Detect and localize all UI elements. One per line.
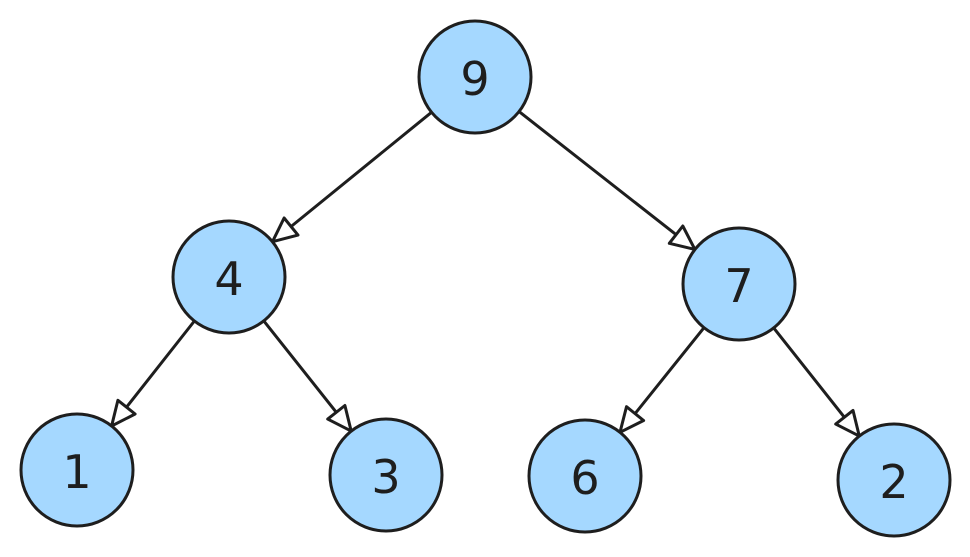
node-circle (681, 226, 797, 342)
tree-node-3: 3 (328, 417, 444, 533)
tree-node-7: 7 (681, 226, 797, 342)
edge-line (772, 326, 846, 419)
node-circle (527, 418, 643, 534)
node-circle (836, 422, 952, 538)
tree-node-1: 1 (19, 412, 135, 528)
edge-9-to-4 (271, 110, 433, 244)
edge-7-to-6 (618, 326, 706, 434)
arrowhead-icon (834, 408, 861, 438)
edge-line (125, 319, 196, 409)
nodes-layer: 9 4 7 1 3 6 2 (19, 19, 952, 538)
node-circle (417, 19, 533, 135)
node-circle (328, 417, 444, 533)
edge-4-to-3 (262, 319, 353, 433)
node-circle (171, 219, 287, 335)
tree-node-2: 2 (836, 422, 952, 538)
node-label: 6 (570, 451, 599, 505)
edge-line (633, 326, 706, 416)
node-label: 4 (214, 252, 243, 306)
arrowhead-icon (326, 404, 353, 433)
edges-layer (110, 110, 861, 438)
node-label: 1 (62, 445, 91, 499)
node-label: 2 (879, 455, 908, 509)
edge-line (517, 110, 678, 237)
arrowhead-icon (667, 224, 697, 251)
node-circle (19, 412, 135, 528)
tree-node-4: 4 (171, 219, 287, 335)
node-label: 7 (724, 259, 753, 313)
arrowhead-icon (618, 405, 646, 434)
arrowhead-icon (271, 216, 300, 244)
edge-7-to-2 (772, 326, 861, 438)
edge-9-to-7 (517, 110, 697, 251)
edge-4-to-1 (110, 319, 196, 428)
node-label: 3 (371, 450, 400, 504)
tree-node-9: 9 (417, 19, 533, 135)
edge-line (289, 110, 433, 228)
node-label: 9 (460, 52, 489, 106)
arrowhead-icon (110, 398, 137, 428)
edge-line (262, 319, 338, 414)
tree-node-6: 6 (527, 418, 643, 534)
